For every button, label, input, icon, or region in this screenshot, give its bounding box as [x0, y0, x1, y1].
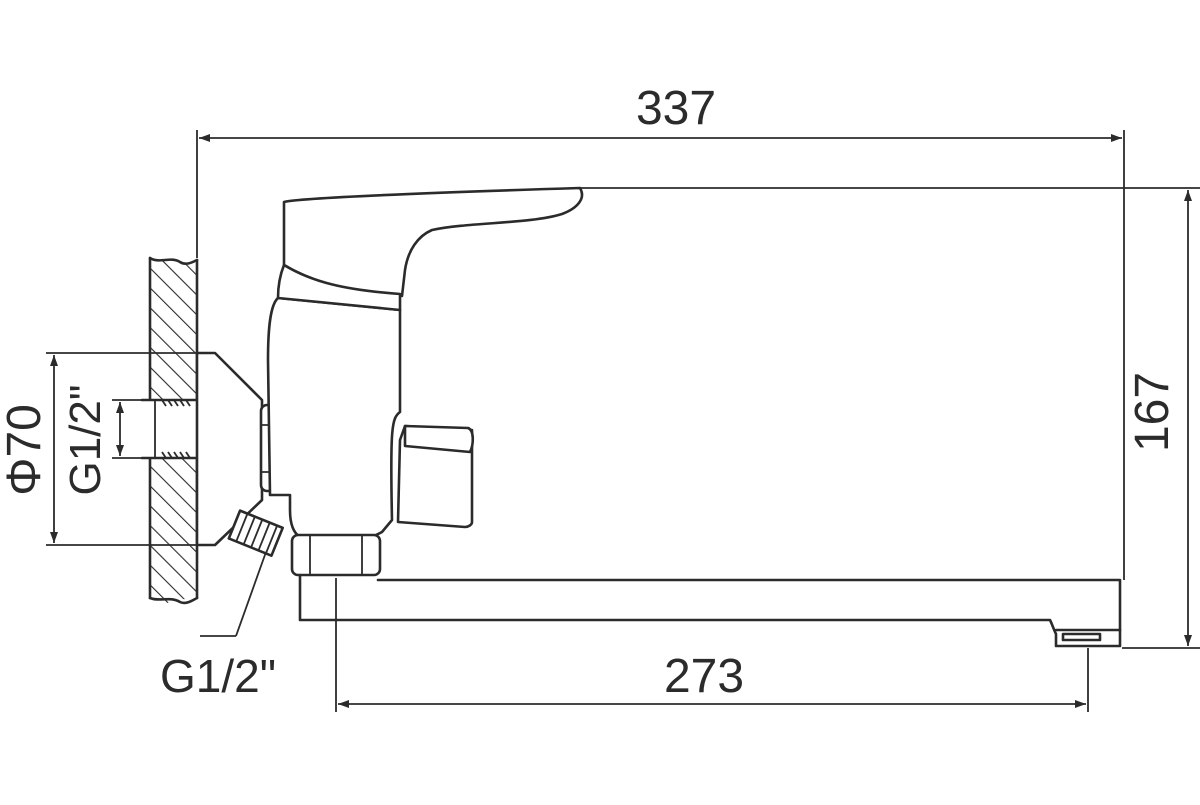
dimension-flange-diameter-label: Φ70: [0, 404, 51, 496]
wall-pipe: [140, 398, 199, 460]
dimension-height-label: 167: [1126, 372, 1179, 452]
spout-nut: [290, 533, 382, 577]
inlet-thread-leader: [200, 551, 267, 637]
dimension-spout-length-label: 273: [664, 650, 744, 703]
dimension-overall-length-label: 337: [636, 82, 716, 135]
dimension-overall-length: [196, 130, 1125, 258]
dimension-wall-thread: [112, 399, 150, 459]
dimension-height: [580, 187, 1200, 649]
dimension-spout-length: [335, 578, 1089, 712]
inlet-thread-label: G1/2": [160, 650, 276, 702]
dimension-flange-diameter: [46, 352, 215, 546]
mixer-body: [266, 296, 402, 539]
spout: [298, 573, 1122, 648]
eccentric-inlet: [227, 509, 284, 557]
dimension-wall-thread-label: G1/2": [61, 384, 110, 495]
diverter-knob: [396, 424, 475, 529]
lever-handle: [276, 186, 584, 312]
